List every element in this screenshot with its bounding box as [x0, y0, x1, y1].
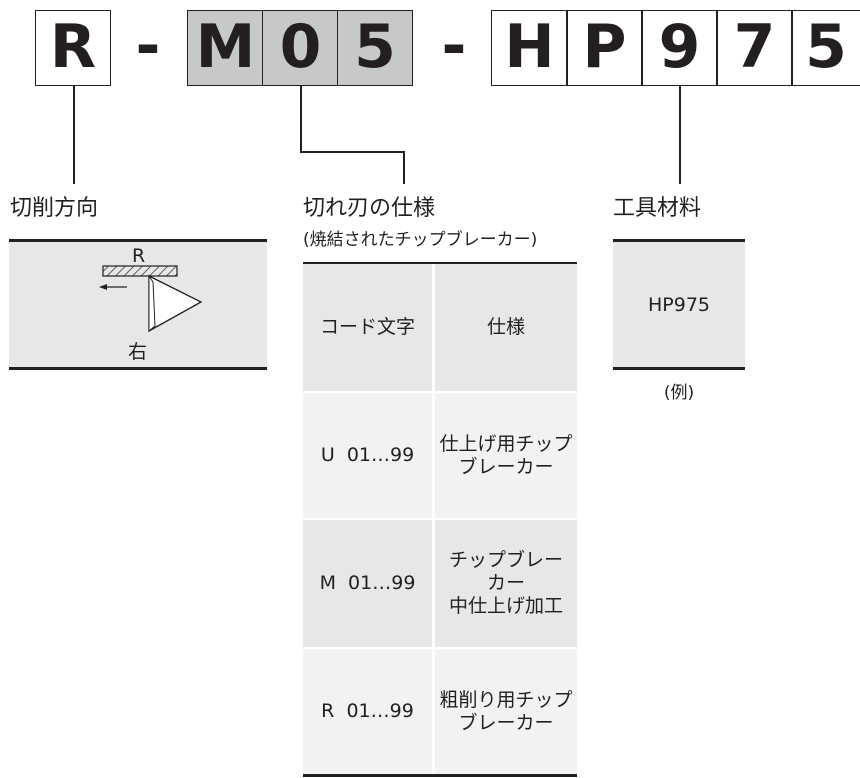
table-row-divider — [303, 647, 577, 649]
code-char-material-2: P — [566, 10, 643, 86]
code-char-edge-2: 0 — [262, 10, 339, 86]
material-caption: (例) — [663, 382, 695, 403]
table-header-spec: 仕様 — [486, 316, 525, 338]
material-value: HP975 — [647, 293, 710, 316]
table-cell-spec: チップブレー カー 中仕上げ加工 — [448, 549, 563, 617]
direction-label-r: R — [132, 245, 146, 267]
code-separator-2: - — [441, 11, 467, 81]
table-header-row — [303, 264, 577, 391]
table-cell-code: R 01…99 — [321, 700, 414, 722]
code-char-direction: R — [35, 10, 111, 86]
feed-arrow-head — [99, 284, 107, 290]
code-char-material-3: 9 — [641, 10, 718, 86]
connector-material — [679, 86, 681, 184]
edge-spec-subtitle: (焼結されたチップブレーカー) — [303, 230, 538, 250]
material-panel-bottom-rule — [613, 367, 745, 370]
material-panel-top-rule — [613, 239, 745, 242]
connector-edge-down — [300, 86, 302, 152]
direction-label-right: 右 — [128, 341, 148, 363]
table-row — [303, 393, 577, 518]
insert-triangle — [148, 274, 203, 333]
tool-holder-hatch — [102, 265, 178, 277]
connector-direction — [73, 86, 75, 184]
table-cell-code: U 01…99 — [320, 444, 415, 466]
table-row — [303, 649, 577, 774]
code-separator-1: - — [135, 11, 161, 81]
code-char-material-5: 5 — [791, 10, 860, 86]
connector-edge-drop — [403, 151, 405, 184]
table-row — [303, 520, 577, 647]
table-top-rule — [303, 262, 577, 265]
connector-edge-horizontal — [300, 151, 404, 153]
edge-spec-title: 切れ刃の仕様 — [303, 196, 436, 221]
material-title: 工具材料 — [613, 196, 702, 221]
direction-panel — [9, 240, 267, 368]
table-row-divider — [303, 391, 577, 393]
table-cell-spec: 仕上げ用チップ ブレーカー — [439, 432, 573, 478]
code-char-edge-1: M — [187, 10, 264, 86]
direction-panel-top-rule — [9, 239, 267, 242]
table-cell-code: M 01…99 — [319, 572, 416, 594]
direction-panel-bottom-rule — [9, 367, 267, 370]
code-char-material-1: H — [491, 10, 568, 86]
insert-side-face — [148, 274, 156, 333]
code-char-material-4: 7 — [716, 10, 793, 86]
table-cell-spec: 粗削り用チップ ブレーカー — [439, 688, 573, 734]
table-bottom-rule — [303, 774, 577, 777]
table-row-divider — [303, 518, 577, 520]
table-header-code: コード文字 — [319, 316, 415, 338]
direction-title: 切削方向 — [10, 196, 99, 221]
code-char-edge-3: 5 — [337, 10, 413, 86]
cutting-direction-illustration — [99, 265, 203, 333]
material-panel — [613, 240, 745, 368]
